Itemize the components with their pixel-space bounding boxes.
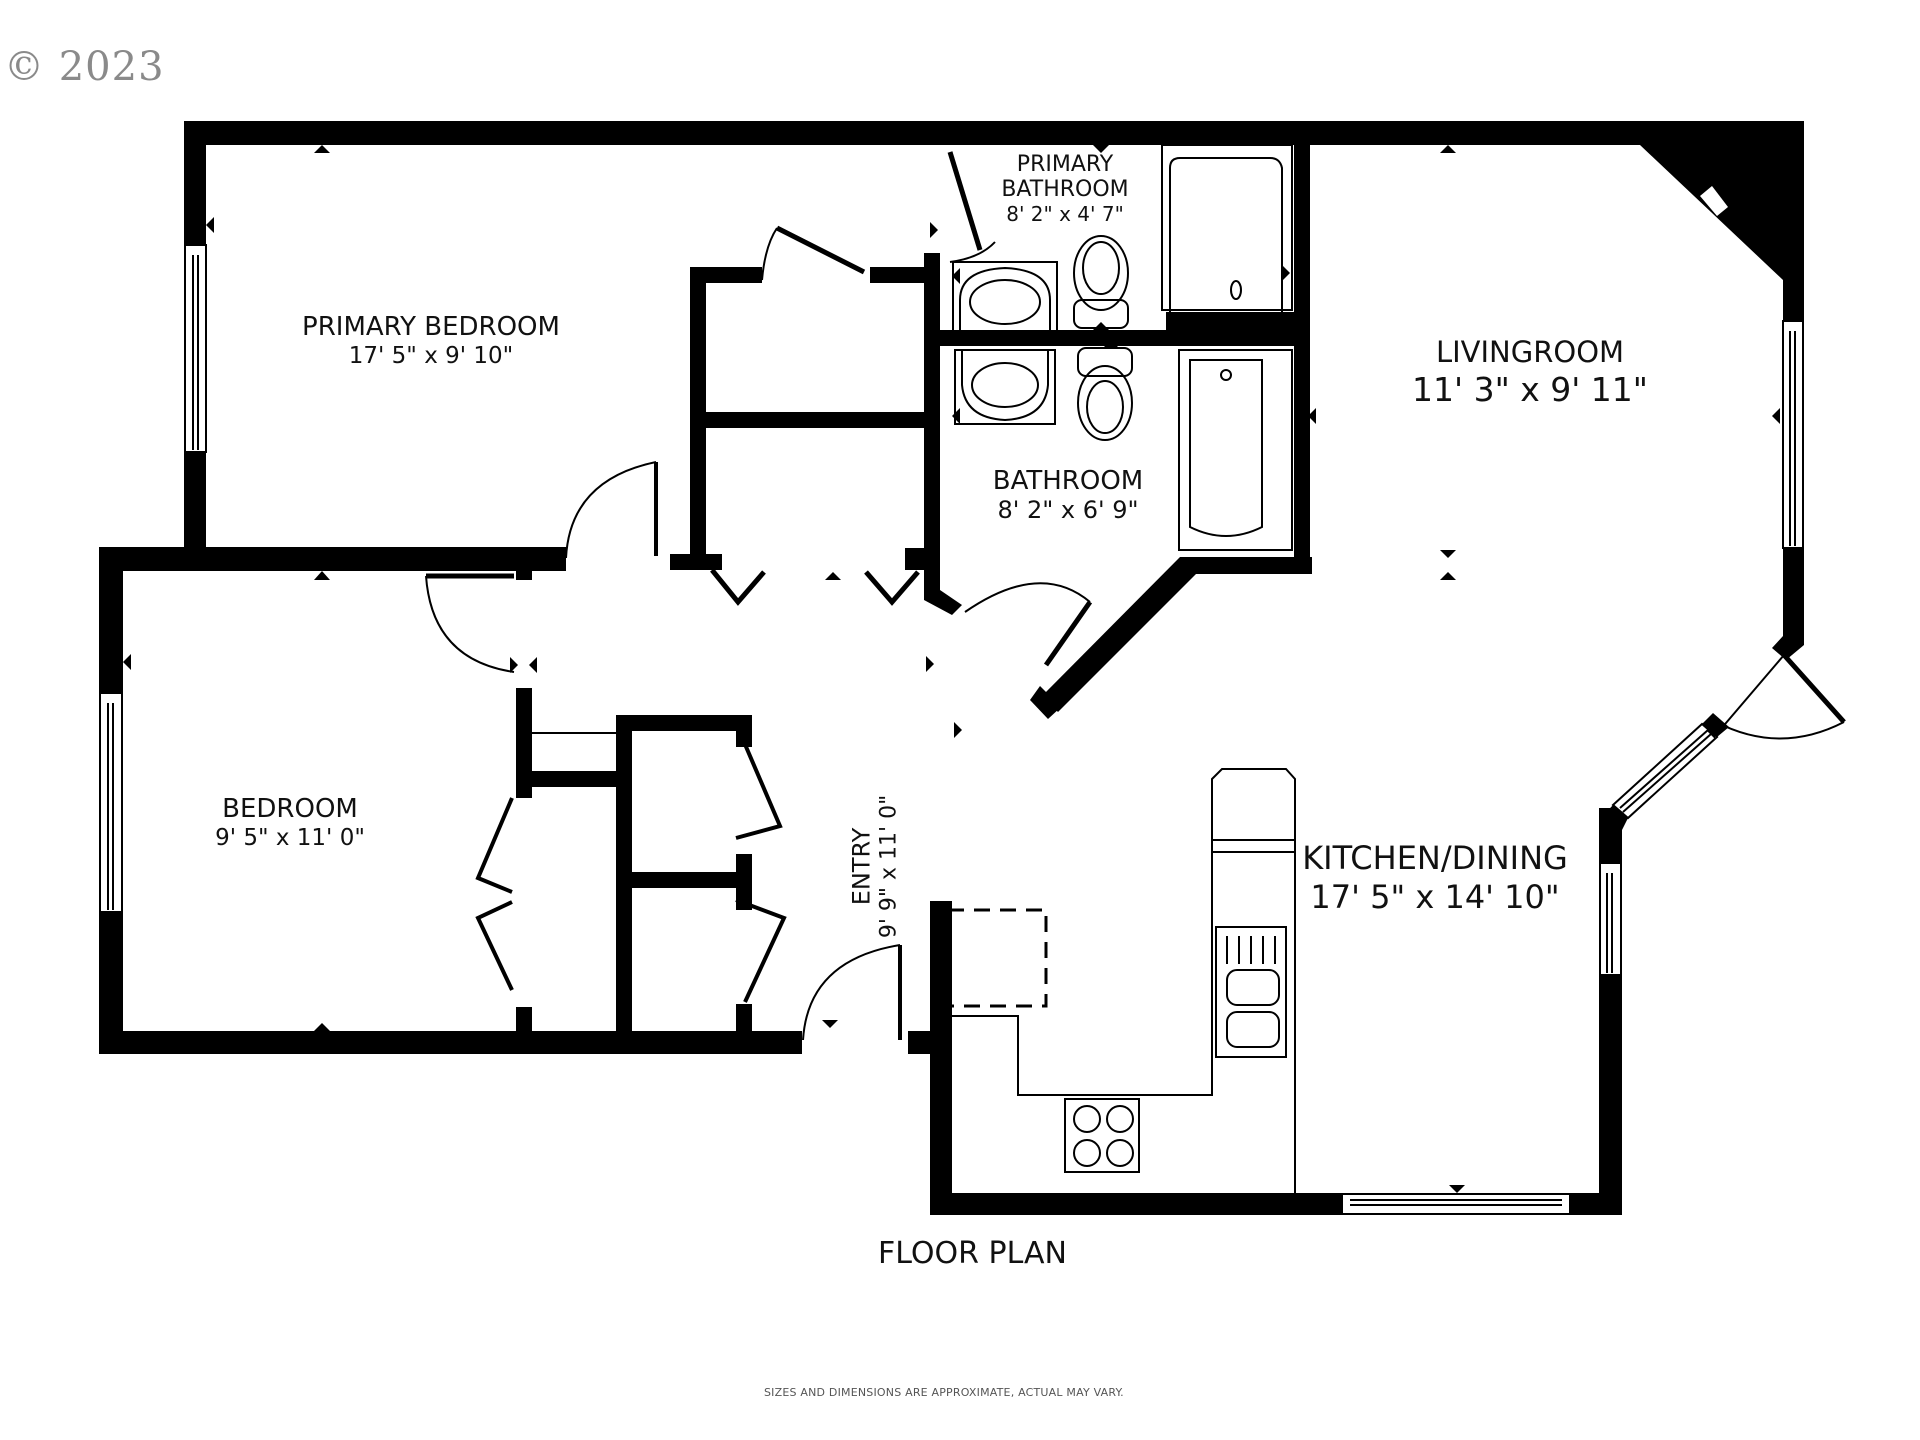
room-name: PRIMARY BEDROOM bbox=[302, 312, 560, 342]
disclaimer-text: SIZES AND DIMENSIONS ARE APPROXIMATE, AC… bbox=[764, 1386, 1124, 1399]
exterior-walls bbox=[99, 121, 1804, 1215]
room-name: BEDROOM bbox=[222, 794, 358, 824]
room-name-line2: BATHROOM bbox=[1001, 177, 1129, 203]
bay-window-jamb bbox=[1702, 713, 1729, 737]
room-label-primary-bathroom: PRIMARY BATHROOM 8' 2" x 4' 7" bbox=[990, 152, 1140, 226]
room-name: KITCHEN/DINING bbox=[1302, 839, 1568, 877]
stove-icon bbox=[1064, 1098, 1140, 1173]
shower-icon bbox=[1161, 144, 1293, 315]
window-kitchen-bottom bbox=[1341, 1193, 1571, 1215]
window-living-room bbox=[1782, 320, 1804, 549]
counter bbox=[952, 852, 1296, 1193]
plan-title: FLOOR PLAN bbox=[878, 1236, 1067, 1271]
windows bbox=[99, 244, 1804, 1215]
window-primary-bedroom bbox=[184, 244, 207, 453]
kitchen-fixtures bbox=[946, 768, 1296, 1193]
room-dimensions: 17' 5" x 9' 10" bbox=[348, 342, 514, 369]
room-dimensions: 9' 9" x 11' 0" bbox=[876, 794, 902, 939]
fridge-icon bbox=[1211, 768, 1296, 853]
room-label-kitchen-dining: KITCHEN/DINING 17' 5" x 14' 10" bbox=[1290, 840, 1580, 916]
room-label-bathroom: BATHROOM 8' 2" x 6' 9" bbox=[968, 466, 1168, 524]
window-bedroom bbox=[99, 692, 123, 913]
window-kitchen-side bbox=[1599, 862, 1622, 976]
room-label-primary-bedroom: PRIMARY BEDROOM 17' 5" x 9' 10" bbox=[276, 312, 586, 369]
room-dimensions: 11' 3" x 9' 11" bbox=[1412, 370, 1648, 410]
sink-icon bbox=[1215, 926, 1287, 1058]
room-dimensions: 8' 2" x 6' 9" bbox=[997, 495, 1139, 524]
room-dimensions: 9' 5" x 11' 0" bbox=[215, 824, 365, 851]
room-label-entry: ENTRY 9' 9" x 11' 0" bbox=[847, 786, 902, 946]
measurement-markers bbox=[123, 145, 1780, 1193]
toilet-icon bbox=[1077, 347, 1133, 441]
bathtub-icon bbox=[1178, 349, 1293, 551]
dishwasher-icon bbox=[946, 908, 1048, 1008]
sink-icon bbox=[954, 349, 1056, 425]
window-bay bbox=[1611, 722, 1719, 820]
room-name: LIVINGROOM bbox=[1435, 335, 1625, 369]
room-dimensions: 8' 2" x 4' 7" bbox=[1006, 201, 1124, 226]
room-label-living-room: LIVINGROOM 11' 3" x 9' 11" bbox=[1400, 335, 1660, 410]
bathroom-fixtures bbox=[952, 144, 1293, 551]
doors bbox=[425, 151, 1846, 1041]
room-name-line1: PRIMARY bbox=[1016, 152, 1114, 177]
toilet-icon bbox=[1073, 235, 1129, 329]
interior-walls bbox=[516, 145, 1312, 1031]
room-dimensions: 17' 5" x 14' 10" bbox=[1310, 877, 1560, 916]
copyright-notice: © 2023 bbox=[4, 44, 165, 90]
sink-icon bbox=[952, 261, 1058, 333]
room-label-bedroom: BEDROOM 9' 5" x 11' 0" bbox=[195, 794, 385, 851]
fireplace-icon bbox=[1700, 186, 1728, 216]
room-name: ENTRY bbox=[847, 827, 876, 906]
room-name: BATHROOM bbox=[992, 466, 1144, 496]
